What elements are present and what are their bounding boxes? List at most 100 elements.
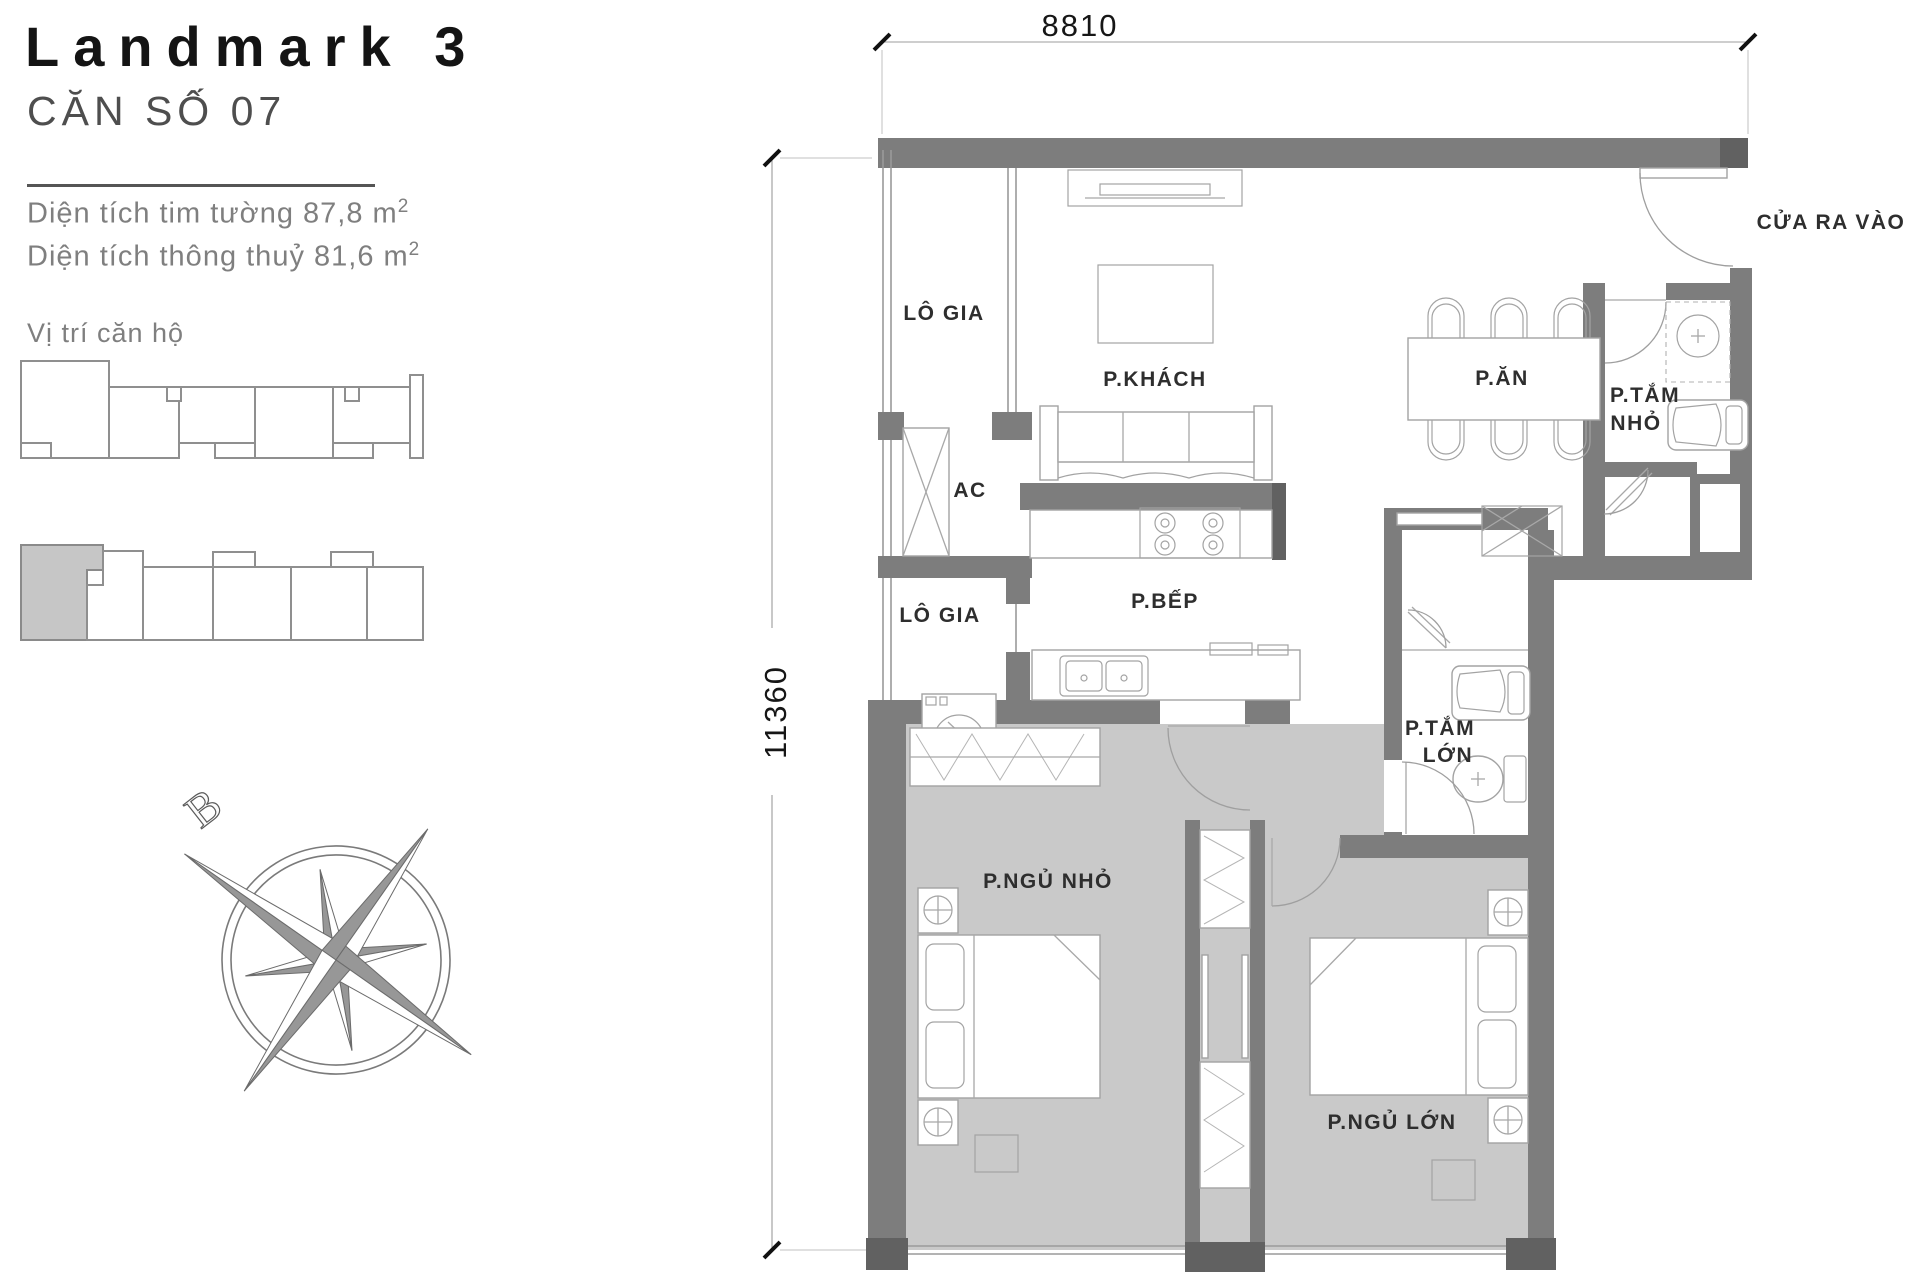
- bath-small-door2: [1603, 467, 1653, 516]
- stove: [1139, 507, 1241, 559]
- project-title: Landmark 3: [25, 15, 480, 78]
- entry-door-arc: [1639, 172, 1734, 267]
- building-footprint-diagram: [20, 360, 424, 641]
- rug: [1431, 1159, 1476, 1201]
- bath-small-tub: [1667, 399, 1749, 451]
- footprint-unit: [254, 386, 334, 459]
- wall-bed-divider-right: [1250, 820, 1265, 1244]
- unit-number: CĂN SỐ 07: [27, 88, 287, 134]
- dim-top-value: 8810: [1042, 8, 1119, 43]
- area-wall-sup: 2: [397, 196, 410, 217]
- label-bath-large-2: LỚN: [1423, 743, 1473, 767]
- coffee-table: [1097, 264, 1214, 344]
- footprint-unit: [20, 442, 52, 459]
- bath-large-window: [1396, 512, 1483, 526]
- compass-rose: B: [175, 778, 472, 1092]
- bottom-post: [866, 1238, 908, 1270]
- footprint-notch: [166, 386, 182, 402]
- bath-small-door-arc: [1604, 301, 1667, 364]
- wall-living-kitchen: [1020, 483, 1272, 510]
- tv-cabinet: [1067, 169, 1243, 207]
- footprint-unit: [86, 550, 144, 641]
- label-ac: AC: [953, 479, 986, 502]
- sliding-door-leaf: [1201, 954, 1209, 1059]
- wall-bath-small-top: [1666, 283, 1730, 300]
- dining-set: [1407, 297, 1601, 461]
- bath-large-toilet: [1452, 755, 1527, 803]
- rug: [974, 1134, 1019, 1173]
- label-logia-upper: LÔ GIA: [903, 301, 984, 325]
- wall-bath-large-left: [1384, 508, 1402, 760]
- kitchen-sink: [1059, 655, 1149, 697]
- divider-line: [27, 184, 375, 187]
- compass-inner-ring: [230, 854, 442, 1066]
- dim-left-value: 11360: [758, 665, 793, 759]
- entry-door-leaf: [1639, 167, 1728, 179]
- sliding-door-leaf: [1241, 954, 1249, 1059]
- divider-closets: [1199, 829, 1251, 1189]
- wall-right-lower: [1528, 530, 1554, 1250]
- label-bath-small-2: NHỎ: [1610, 411, 1661, 435]
- area-clear-sup: 2: [408, 239, 421, 260]
- bed-large-door-arc: [1271, 837, 1341, 907]
- kitchen-counter-sink: [1031, 649, 1301, 701]
- area-clear-text: Diện tích thông thuỷ 81,6 m: [27, 240, 409, 273]
- wall-top-cap: [1720, 138, 1748, 168]
- area-wall-line: Diện tích tim tường 87,8 m2: [27, 196, 409, 231]
- footprint-unit: [212, 566, 292, 641]
- kitchen-appliance: [1257, 644, 1289, 656]
- bottom-post: [1506, 1238, 1556, 1270]
- wall-bed-divider-left: [1185, 820, 1200, 1244]
- label-bed-large: P.NGỦ LỚN: [1327, 1110, 1456, 1134]
- bottom-post: [1185, 1242, 1265, 1272]
- tv: [1099, 183, 1211, 196]
- sofa: [1039, 405, 1273, 481]
- label-kitchen: P.BẾP: [1131, 590, 1199, 613]
- wall-bath-large-bottom: [1384, 835, 1552, 858]
- footprint-unit: [366, 566, 424, 641]
- nightstand: [917, 1099, 959, 1146]
- kitchen-appliance: [1209, 642, 1253, 656]
- label-bath-large-1: P.TẮM: [1405, 716, 1475, 740]
- nightstand: [1487, 1097, 1529, 1144]
- bath-large-door: [1401, 761, 1475, 835]
- label-logia-lower: LÔ GIA: [899, 603, 980, 627]
- hall-cabinet: [1481, 505, 1563, 557]
- footprint-unit: [330, 551, 374, 568]
- entry-label: CỬA RA VÀO: [1757, 210, 1906, 234]
- ac-unit: [902, 427, 950, 557]
- bed-small: [917, 934, 1101, 1099]
- dining-table: [1407, 337, 1601, 421]
- bed-small-door-arc: [1167, 727, 1251, 811]
- footprint-unit: [290, 566, 368, 641]
- wall-top: [878, 138, 1748, 168]
- bed-large: [1309, 937, 1529, 1096]
- footprint-notch: [344, 386, 360, 402]
- unit-location-label: Vị trí căn hộ: [27, 318, 185, 348]
- bath-small-sink: [1676, 314, 1720, 358]
- wall-kitchen-bedroom: [868, 700, 1160, 724]
- footprint-unit: [409, 374, 424, 459]
- footprint-unit: [178, 386, 256, 444]
- label-bath-small-1: P.TẮM: [1610, 383, 1680, 407]
- label-living: P.KHÁCH: [1103, 368, 1206, 391]
- bath-small-counter: [1665, 301, 1731, 383]
- wall-left-bedroom-wing: [868, 700, 906, 1258]
- label-bed-small: P.NGỦ NHỎ: [983, 869, 1113, 893]
- bath-large-tub: [1451, 665, 1531, 721]
- shower-door: [1407, 606, 1451, 649]
- label-dining: P.ĂN: [1475, 367, 1528, 390]
- wardrobe-small-bedroom: [909, 727, 1101, 787]
- area-wall-text: Diện tích tim tường 87,8 m: [27, 197, 398, 230]
- footprint-unit: [20, 360, 110, 459]
- kitchen-counter-top: [1029, 509, 1273, 559]
- area-clear-line: Diện tích thông thuỷ 81,6 m2: [27, 239, 420, 274]
- footprint-unit-highlighted: [20, 544, 104, 641]
- nightstand: [917, 887, 959, 934]
- compass-star: [184, 828, 472, 1092]
- compass-outer-ring: [221, 845, 451, 1075]
- wall-ac-bottom: [878, 556, 1032, 578]
- footprint-unit: [332, 442, 374, 459]
